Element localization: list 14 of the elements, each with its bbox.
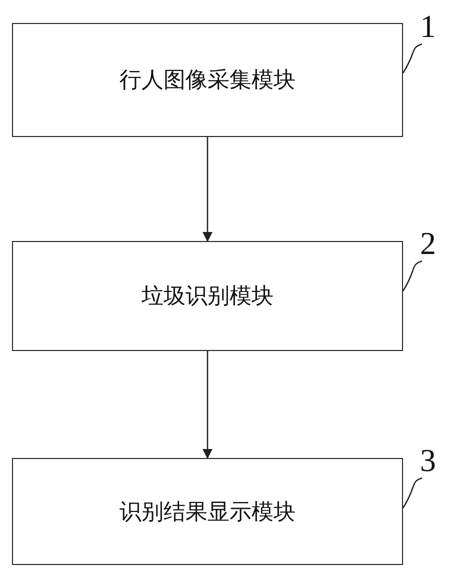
callout-number: 1 (420, 10, 436, 42)
module-label: 行人图像采集模块 (120, 67, 296, 95)
leader-line (402, 43, 422, 74)
callout-number: 2 (420, 227, 436, 259)
callout-number: 3 (420, 444, 436, 476)
leader-line (402, 477, 422, 508)
module-label: 垃圾识别模块 (142, 283, 274, 311)
arrow (202, 351, 212, 459)
module-box (12, 241, 403, 351)
arrow (202, 137, 212, 242)
leader-line (402, 260, 422, 292)
module-box (12, 458, 403, 565)
module-label: 识别结果显示模块 (120, 498, 296, 526)
module-box (12, 23, 403, 137)
